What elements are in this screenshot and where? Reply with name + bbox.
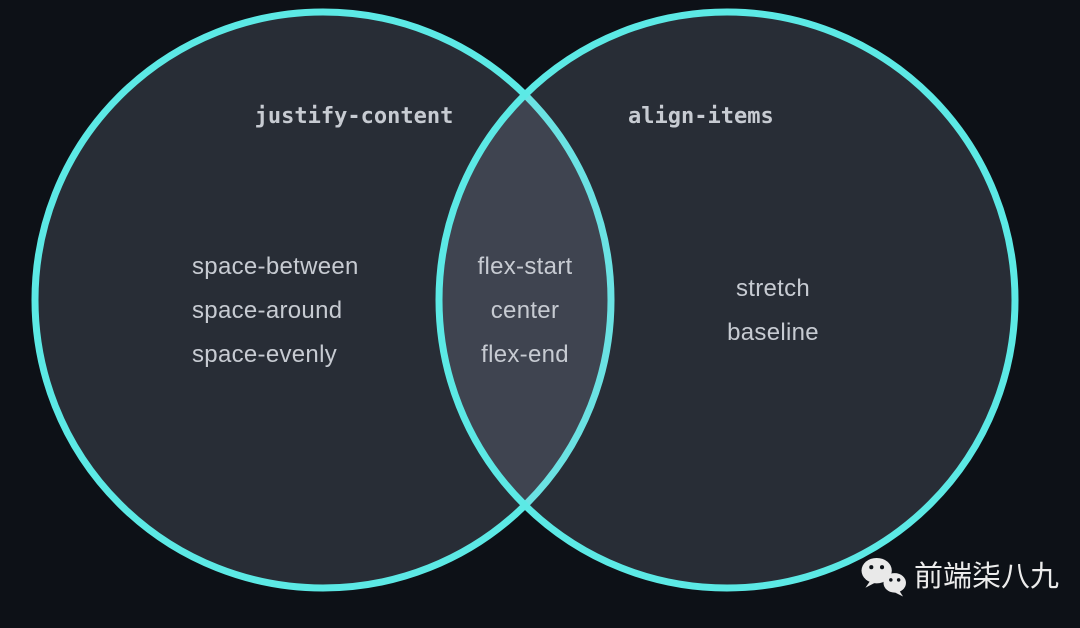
intersection-values: flex-start center flex-end: [477, 245, 572, 377]
value-item: center: [490, 297, 560, 324]
value-item: baseline: [727, 319, 819, 346]
watermark-text: 前端柒八九: [914, 561, 1060, 593]
left-circle-title: justify-content: [254, 104, 454, 129]
left-circle: [31, 8, 615, 592]
value-item: flex-end: [481, 341, 569, 368]
value-item: flex-start: [477, 253, 573, 280]
right-circle: [435, 8, 1019, 592]
right-circle-title: align-items: [628, 104, 774, 129]
right-circle-values: stretch baseline: [727, 267, 819, 355]
value-item: space-around: [192, 297, 343, 324]
watermark: 前端柒八九: [860, 556, 1059, 598]
value-item: space-evenly: [192, 341, 338, 368]
value-item: stretch: [735, 275, 811, 302]
wechat-icon: [861, 557, 906, 597]
left-circle-values: space-between space-around space-evenly: [192, 245, 359, 377]
value-item: space-between: [192, 253, 359, 280]
